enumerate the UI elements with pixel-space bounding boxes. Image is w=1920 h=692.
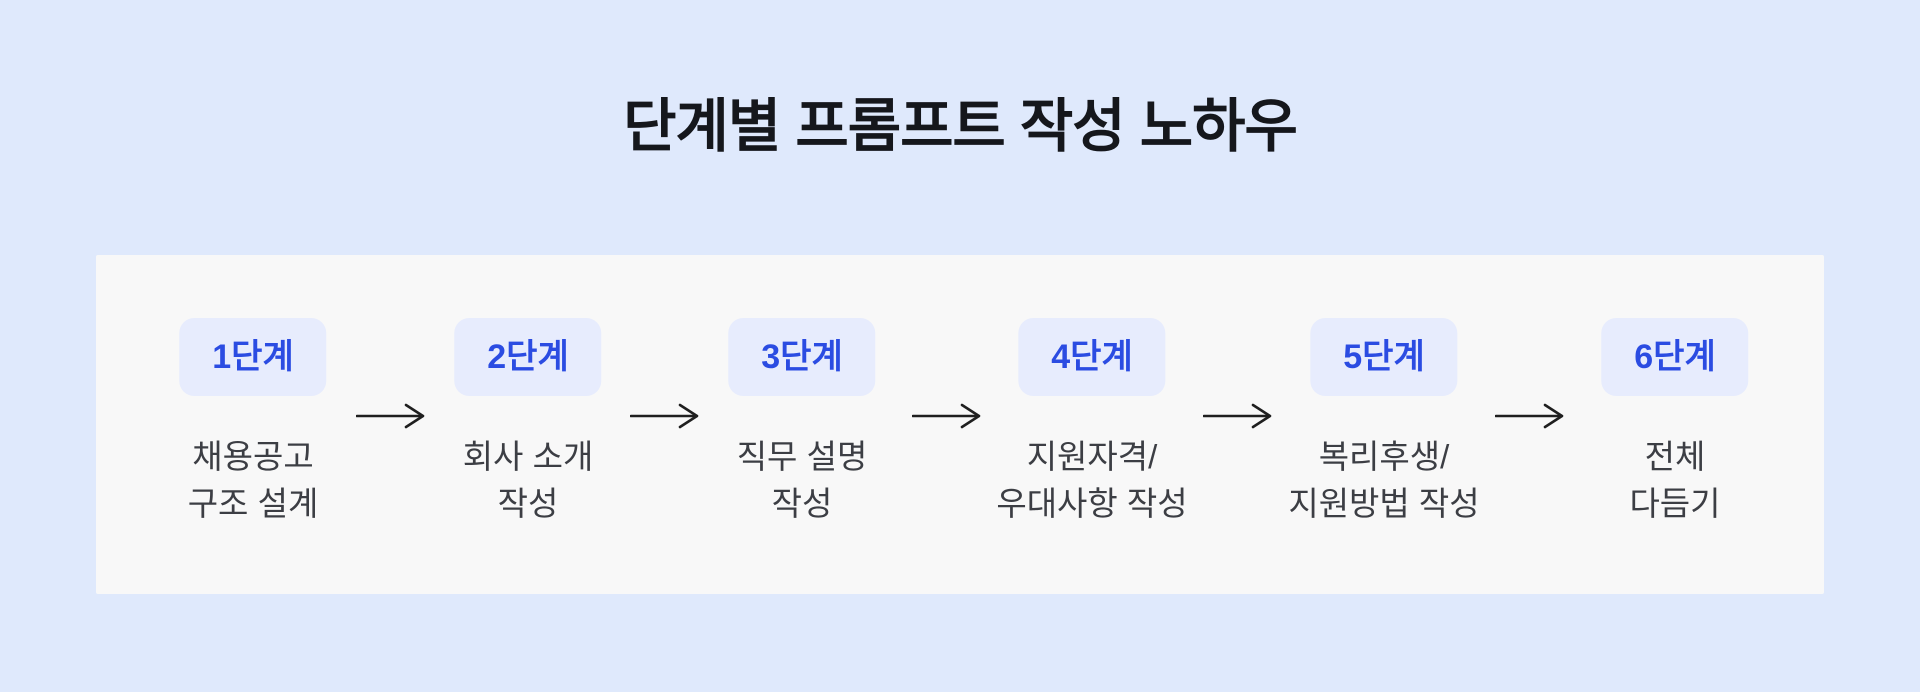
step-2-description-line2: 작성 [497, 485, 559, 522]
right-arrow-icon [912, 402, 982, 430]
step-6-description-line2: 다듬기 [1629, 485, 1721, 522]
step-5: 5단계 복리후생/ 지원방법 작성 [1288, 318, 1480, 527]
step-2-badge: 2단계 [454, 318, 602, 396]
right-arrow-icon [1495, 402, 1565, 430]
step-4-badge: 4단계 [1018, 318, 1166, 396]
step-2: 2단계 회사 소개 작성 [454, 318, 602, 527]
step-5-description-line2: 지원방법 작성 [1288, 485, 1480, 522]
step-4-description-line1: 지원자격/ [1026, 438, 1158, 475]
step-4: 4단계 지원자격/ 우대사항 작성 [996, 318, 1188, 527]
step-1: 1단계 채용공고 구조 설계 [179, 318, 327, 527]
page-title: 단계별 프롬프트 작성 노하우 [623, 94, 1298, 159]
step-6-badge: 6단계 [1601, 318, 1749, 396]
step-5-description-line1: 복리후생/ [1318, 438, 1450, 475]
right-arrow-icon [630, 402, 700, 430]
right-arrow-icon [356, 402, 426, 430]
step-3-description-line2: 작성 [771, 485, 833, 522]
step-3: 3단계 직무 설명 작성 [728, 318, 876, 527]
step-1-description-line1: 채용공고 [192, 438, 314, 475]
steps-flow-panel: 1단계 채용공고 구조 설계 2단계 회사 소개 작성 3단계 직무 설명 작성 [96, 255, 1824, 594]
step-1-description: 채용공고 구조 설계 [188, 433, 319, 527]
step-1-description-line2: 구조 설계 [187, 485, 319, 522]
step-4-description-line2: 우대사항 작성 [996, 485, 1188, 522]
right-arrow-icon [1203, 402, 1273, 430]
step-2-description-line1: 회사 소개 [462, 438, 594, 475]
step-3-badge: 3단계 [728, 318, 876, 396]
step-2-description: 회사 소개 작성 [463, 433, 594, 527]
step-5-badge: 5단계 [1310, 318, 1458, 396]
step-3-description-line1: 직무 설명 [736, 438, 868, 475]
step-6: 6단계 전체 다듬기 [1601, 318, 1749, 527]
step-6-description-line1: 전체 [1644, 438, 1706, 475]
step-5-description: 복리후생/ 지원방법 작성 [1288, 433, 1479, 527]
step-1-badge: 1단계 [179, 318, 327, 396]
step-3-description: 직무 설명 작성 [737, 433, 868, 527]
step-6-description: 전체 다듬기 [1629, 433, 1720, 527]
step-4-description: 지원자격/ 우대사항 작성 [996, 433, 1187, 527]
